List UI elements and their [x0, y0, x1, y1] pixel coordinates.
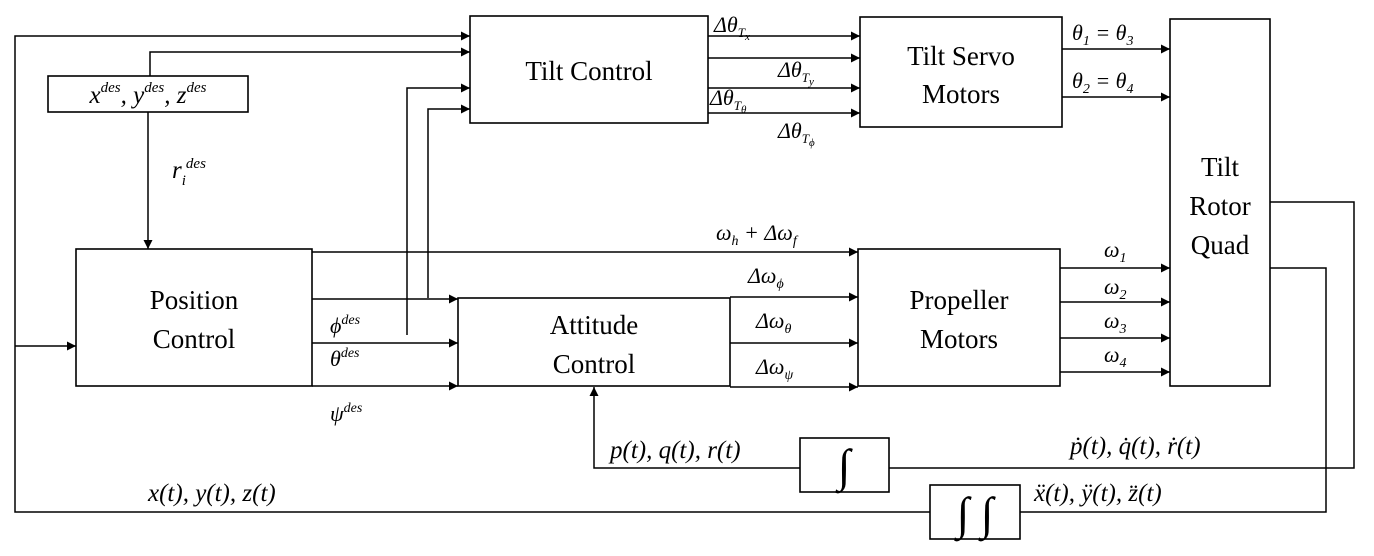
double-integrator-symbol: ∫ ∫	[954, 488, 996, 542]
omega2-label: ω2	[1104, 274, 1127, 303]
d-theta-tphi-label: ΔθTϕ	[777, 118, 815, 149]
psi-des-label: ψdes	[330, 401, 363, 426]
pqr-label: p(t), q(t), r(t)	[608, 437, 741, 464]
omega4-label: ω4	[1104, 342, 1127, 371]
omega3-label: ω3	[1104, 308, 1127, 337]
propeller-motors-block: Propeller Motors	[857, 248, 1061, 387]
tilt-rotor-quad-block: Tilt Rotor Quad	[1169, 18, 1271, 387]
connections	[14, 31, 1355, 513]
phi-des-label: ϕdes	[330, 313, 361, 338]
d-theta-tx-label: ΔθTx	[713, 12, 750, 43]
tilt-servo-label-line1: Tilt Servo	[907, 41, 1015, 71]
signal-labels: rides ΔθTx ΔθTy ΔθTθ ΔθTϕ θ1 = θ3 θ2 = θ…	[147, 12, 1201, 507]
omega-h-label: ωh + Δωf	[716, 220, 799, 249]
desired-to-tilt-control	[149, 47, 470, 76]
d-omega-psi-label: Δωψ	[755, 354, 793, 383]
quad-pqr-dot-feedback	[889, 201, 1355, 469]
tilt-servo-label-line2: Motors	[922, 79, 1000, 109]
tilt-control-label: Tilt Control	[525, 56, 652, 86]
attitude-control-block: Attitude Control	[457, 297, 731, 387]
tilt-servo-block: Tilt Servo Motors	[859, 16, 1063, 128]
propeller-motors-label-line2: Motors	[920, 324, 998, 354]
desired-position-block: xdes, ydes, zdes	[47, 75, 249, 113]
position-control-label-line2: Control	[153, 324, 236, 354]
pqr-dot-label: ṗ(t), q̇(t), ṙ(t)	[1068, 433, 1201, 460]
feedback-xyz-to-tilt-control	[14, 31, 470, 346]
theta-des-to-tilt-control	[427, 104, 470, 298]
position-control-block: Position Control	[75, 248, 313, 387]
xyz-label: x(t), y(t), z(t)	[147, 480, 276, 507]
position-control-label-line1: Position	[150, 285, 239, 315]
pqr-to-attitude	[589, 387, 800, 469]
double-integrator-block: ∫ ∫	[929, 484, 1021, 542]
single-integrator-block: ∫	[799, 437, 890, 494]
single-integrator-symbol: ∫	[835, 440, 853, 494]
attitude-control-label-line1: Attitude	[550, 310, 639, 340]
omega1-label: ω1	[1104, 237, 1127, 266]
tilt-rotor-label-line3: Quad	[1191, 230, 1250, 260]
tilt-control-block: Tilt Control	[469, 15, 709, 124]
quad-xyz-ddot-feedback	[1020, 267, 1327, 513]
xyz-to-outer-loop	[14, 346, 930, 513]
theta-des-label: θdes	[330, 346, 360, 371]
tilt-rotor-label-line2: Rotor	[1189, 191, 1251, 221]
attitude-control-label-line2: Control	[553, 349, 636, 379]
theta2-theta4-label: θ2 = θ4	[1072, 68, 1133, 97]
r-i-des-label: rides	[172, 156, 206, 189]
propeller-motors-label-line1: Propeller	[910, 285, 1009, 315]
theta1-theta3-label: θ1 = θ3	[1072, 20, 1133, 49]
xyz-ddot-label: ẍ(t), ÿ(t), z̈(t)	[1033, 480, 1162, 507]
tilt-rotor-label-line1: Tilt	[1201, 152, 1240, 182]
d-theta-ttheta-label: ΔθTθ	[709, 85, 747, 116]
d-omega-phi-label: Δωϕ	[747, 263, 784, 292]
d-theta-ty-label: ΔθTy	[777, 57, 814, 88]
d-omega-theta-label: Δωθ	[755, 308, 791, 337]
